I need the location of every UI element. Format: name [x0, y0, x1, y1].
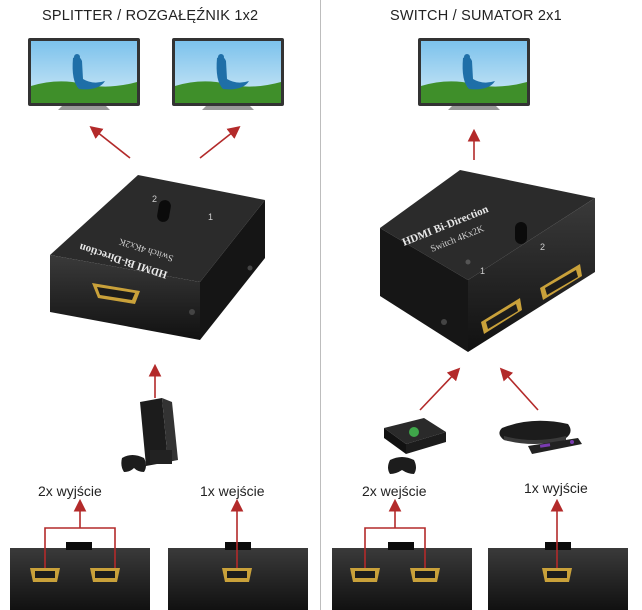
- input-connection-bracket: [364, 498, 426, 568]
- hdmi-port-icon: [410, 568, 440, 582]
- arrow-from-xbox: [419, 367, 461, 411]
- hdmi-port-icon: [30, 568, 60, 582]
- bottom-device-outputs: [10, 542, 150, 610]
- center-divider: [320, 0, 321, 610]
- arrow-to-tv-right: [199, 126, 241, 159]
- gamepad-icon: [388, 457, 416, 474]
- splitter-input-label: 1x wejście: [200, 483, 265, 499]
- bottom-device-output: [488, 542, 628, 610]
- tv-monitor-icon: [418, 38, 530, 110]
- output-connection-bracket: [44, 498, 116, 568]
- tv-monitor-icon: [172, 38, 284, 110]
- arrow-from-roku: [499, 367, 539, 411]
- hdmi-port-icon: [90, 568, 120, 582]
- hdmi-port-icon: [542, 568, 572, 582]
- splitter-device: [50, 175, 265, 340]
- gamepad-icon: [121, 455, 146, 472]
- bottom-device-inputs: [332, 542, 472, 610]
- tv-monitor-icon: [28, 38, 140, 110]
- hdmi-port-icon: [92, 283, 140, 304]
- hdmi-port-icon: [540, 264, 582, 300]
- switch-port-label-2: 2: [540, 242, 545, 252]
- game-console-icon: [140, 398, 178, 466]
- splitter-outputs-label: 2x wyjście: [38, 483, 102, 499]
- switch-port-label-1: 1: [480, 266, 485, 276]
- remote-control-icon: [528, 438, 582, 454]
- xbox-console-icon: [384, 418, 446, 454]
- hdmi-port-icon: [481, 298, 522, 334]
- splitter-heading: SPLITTER / ROZGAŁĘŹNIK 1x2: [42, 8, 259, 24]
- bottom-device-input: [168, 542, 308, 610]
- arrow-to-tv-left: [89, 126, 131, 159]
- hdmi-port-icon: [350, 568, 380, 582]
- switch-heading: SWITCH / SUMATOR 2x1: [390, 8, 562, 24]
- switch-inputs-label: 2x wejście: [362, 483, 427, 499]
- switch-output-label: 1x wyjście: [524, 480, 588, 496]
- splitter-port-label-1: 1: [208, 212, 213, 222]
- switch-device: [380, 170, 595, 352]
- streaming-box-icon: [499, 420, 571, 444]
- hdmi-port-icon: [222, 568, 252, 582]
- splitter-port-label-2: 2: [152, 194, 157, 204]
